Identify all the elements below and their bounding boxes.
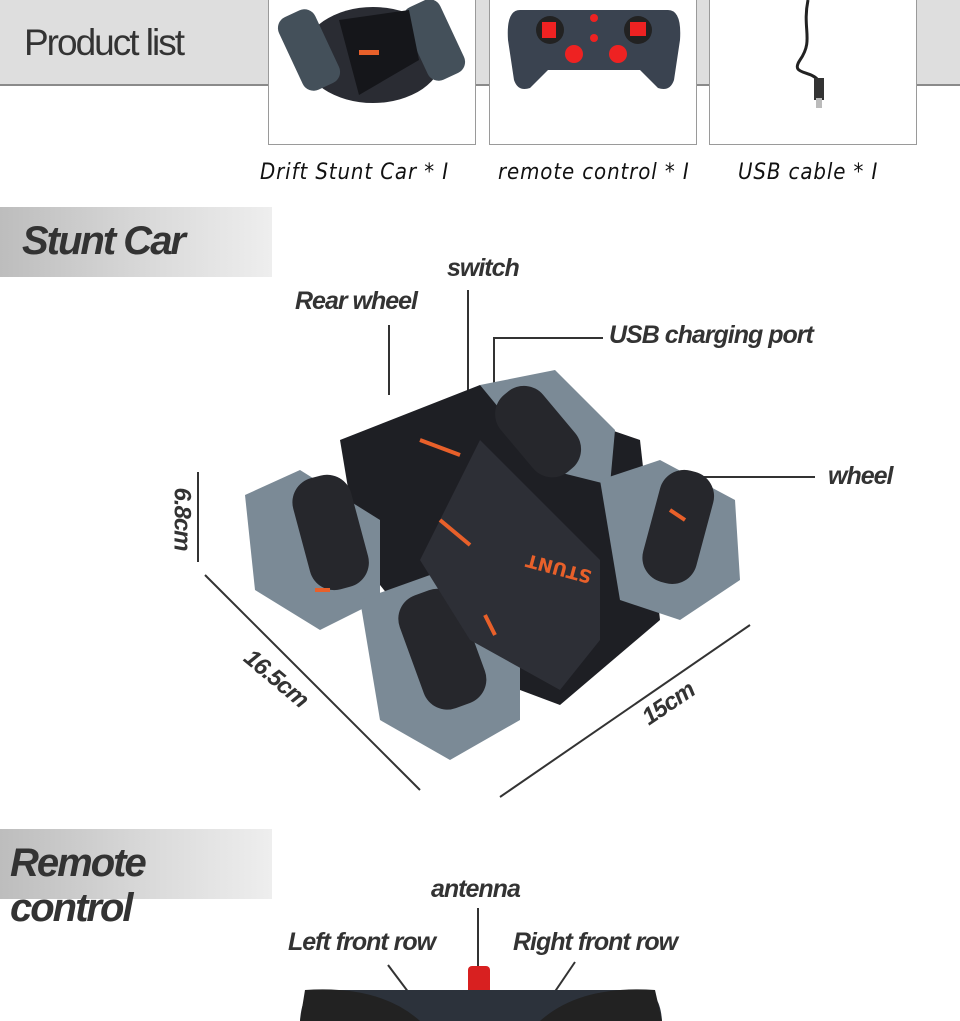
usb-cable-thumbnail (795, 0, 824, 108)
leader-rear-wheel (388, 325, 390, 395)
remote-thumbnail (507, 10, 681, 89)
remote-illustration (300, 908, 662, 1021)
leader-usb-v (493, 337, 495, 392)
dim-line-width (499, 624, 751, 798)
dim-height: 6.8cm (168, 487, 196, 551)
label-usb-port: USB charging port (609, 321, 814, 349)
label-switch: switch (447, 254, 520, 282)
product-list-title: Product list (24, 22, 185, 63)
stunt-car-banner: Stunt Car (0, 207, 272, 277)
label-wheel: wheel (828, 462, 893, 490)
label-antenna: antenna (431, 875, 521, 903)
stunt-car-title: Stunt Car (22, 219, 186, 263)
leader-usb-h (493, 337, 603, 339)
product-image-car (268, 0, 476, 145)
product-image-remote (489, 0, 697, 145)
caption-car: Drift Stunt Car * I (260, 160, 449, 185)
antenna-shape (468, 966, 490, 996)
caption-remote: remote control * I (498, 160, 690, 185)
dim-line-length (204, 574, 421, 791)
caption-usb: USB cable * I (738, 160, 879, 185)
label-rear-wheel: Rear wheel (295, 287, 418, 315)
label-left-front-row: Left front row (288, 928, 436, 956)
remote-control-title: Remote control (10, 841, 147, 930)
leader-switch (467, 290, 469, 460)
stunt-car-thumbnail (277, 0, 466, 103)
leader-wheel (695, 476, 815, 478)
product-image-usb (709, 0, 917, 145)
remote-control-banner: Remote control (0, 829, 272, 930)
car-drawing: STUNT (245, 370, 740, 760)
label-right-front-row: Right front row (513, 928, 678, 956)
